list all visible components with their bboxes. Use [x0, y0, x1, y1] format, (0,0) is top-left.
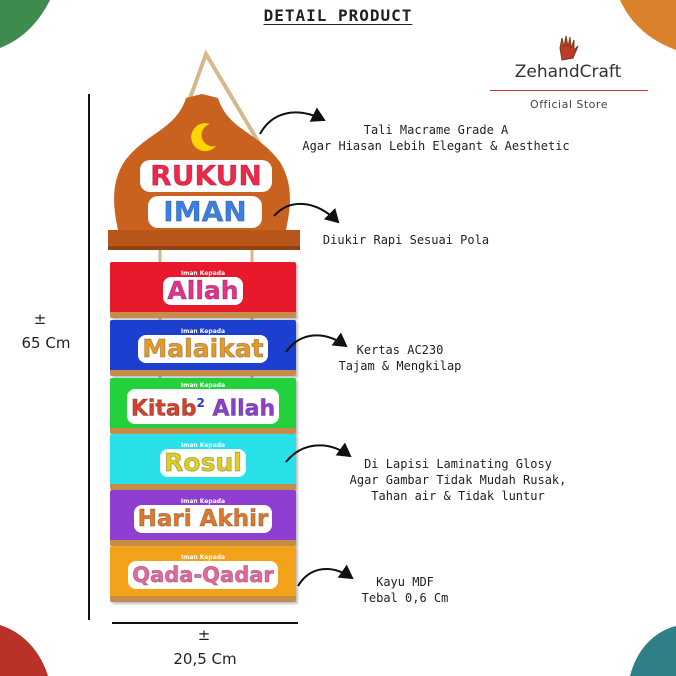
brand-divider [490, 90, 648, 91]
page-title: DETAIL PRODUCT [263, 6, 413, 25]
height-plus-minus: ± [33, 310, 47, 328]
board-malaikat: Iman Kepada Malaikat [110, 320, 296, 376]
corner-leaf-top-left [0, 0, 50, 48]
product-title-line1: RUKUN [140, 159, 272, 192]
annotation-laminate: Di Lapisi Laminating Glosy Agar Gambar T… [349, 457, 567, 503]
arrow-wood [297, 564, 354, 587]
arrow-laminate [285, 442, 352, 463]
height-dimension-line [88, 94, 90, 620]
width-value: 20,5 Cm [173, 650, 237, 668]
board-rosul: Iman Kepada Rosul [110, 434, 296, 490]
arrow-carve [273, 202, 340, 224]
hand-logo-icon [559, 35, 579, 61]
board-allah: Iman Kepada Allah [110, 262, 296, 318]
corner-leaf-bottom-right [630, 626, 676, 676]
annotation-wood: Kayu MDF Tebal 0,6 Cm [361, 575, 449, 605]
corner-leaf-top-right [620, 0, 676, 50]
corner-leaf-bottom-left [0, 625, 48, 676]
arrow-paper [285, 332, 348, 353]
annotation-carve: Diukir Rapi Sesuai Pola [322, 233, 490, 247]
width-dimension-line [112, 622, 298, 624]
annotation-rope: Tali Macrame Grade A Agar Hiasan Lebih E… [302, 123, 570, 153]
board-hari-akhir: Iman Kepada Hari Akhir [110, 490, 296, 546]
width-plus-minus: ± [197, 626, 211, 644]
brand-name: ZehandCraft [514, 62, 622, 82]
crescent-moon-icon [191, 123, 216, 152]
board-qada-qadar: Iman Kepada Qada-Qadar [110, 546, 296, 602]
product-title-line2: IMAN [148, 195, 262, 228]
annotation-paper: Kertas AC230 Tajam & Mengkilap [338, 343, 462, 373]
arrow-rope [259, 107, 326, 135]
brand-store-label: Official Store [530, 98, 608, 111]
board-kitab-allah: Iman Kepada Kitab2 Allah [110, 378, 296, 434]
height-value: 65 Cm [21, 334, 71, 352]
